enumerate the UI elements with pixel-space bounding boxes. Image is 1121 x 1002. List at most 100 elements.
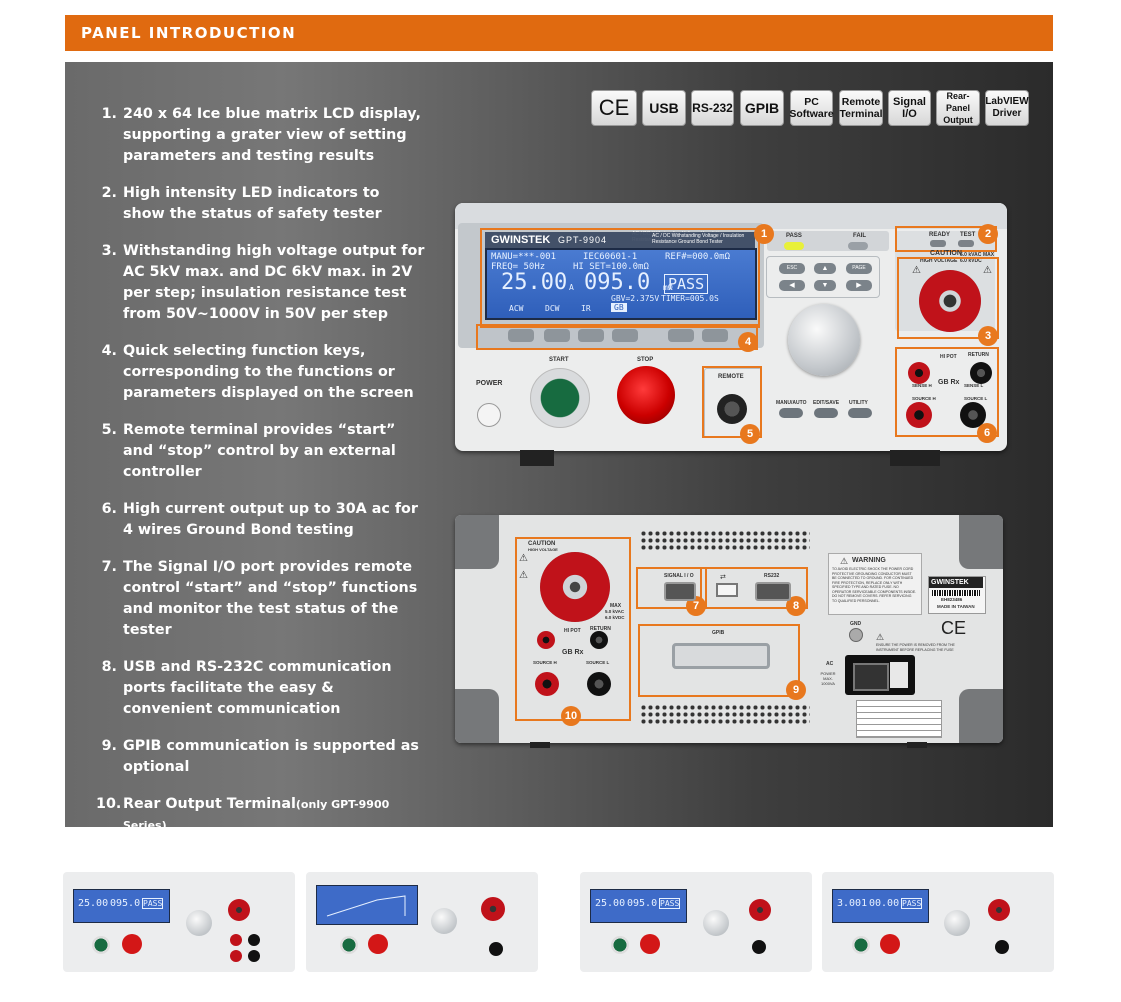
usb-icon: ⇄	[720, 574, 726, 581]
rear-high-voltage-label: HIGH VOLTAGE	[528, 547, 558, 552]
thumb-lcd	[316, 885, 418, 925]
rear-sense-h-terminal[interactable]	[537, 631, 555, 649]
down-arrow-button[interactable]: ▼	[814, 280, 836, 291]
function-key-4[interactable]	[612, 329, 638, 342]
rear-hipot-label: HI POT	[564, 628, 581, 634]
callout-box-6	[895, 347, 999, 437]
callout-box-9	[638, 624, 800, 697]
sense-h-terminal[interactable]	[908, 362, 930, 384]
function-key-3[interactable]	[578, 329, 604, 342]
callout-marker-5: 5	[740, 424, 760, 444]
callout-marker-3: 3	[978, 326, 998, 346]
function-key-2[interactable]	[544, 329, 570, 342]
thumb-start-button	[340, 936, 358, 954]
badge-label: Output	[943, 115, 973, 125]
thumb-start-button	[852, 936, 870, 954]
source-h-label: SOURCE H	[912, 396, 936, 401]
source-h-terminal[interactable]	[906, 402, 932, 428]
rotary-knob[interactable]	[788, 304, 860, 376]
warning-title: WARNING	[852, 557, 886, 564]
brand-logo-overlay: GWINSTEK	[491, 234, 551, 246]
lcd-gbv: GBV=2.375V	[611, 294, 660, 303]
callout-marker-8: 8	[786, 596, 806, 616]
left-arrow-button[interactable]: ◀	[779, 280, 805, 291]
usb-port[interactable]	[716, 583, 738, 597]
gpib-badge: GPIB	[740, 90, 784, 126]
vent-top	[640, 530, 810, 552]
high-voltage-label: HIGH VOLTAGE	[920, 258, 958, 264]
thumb-stop-button	[640, 934, 660, 954]
sense-l-terminal[interactable]	[970, 362, 992, 384]
start-button[interactable]	[530, 368, 590, 428]
rs232-badge: RS-232	[691, 90, 734, 126]
warning-triangle-icon: ⚠	[519, 570, 528, 581]
signal-io-port[interactable]	[664, 582, 696, 601]
badge-label: Driver	[992, 108, 1022, 119]
rear-source-h-terminal[interactable]	[535, 672, 559, 696]
utility-label: UTILITY	[849, 400, 868, 406]
thumb-terminal	[248, 950, 260, 962]
hv-output-terminal[interactable]	[919, 270, 981, 332]
function-key-6[interactable]	[702, 329, 728, 342]
badge-label: Signal	[892, 96, 926, 108]
gnd-label: GND	[850, 621, 862, 627]
thumb-lcd-value: 00.00	[869, 898, 900, 909]
lcd-mode-ir: IR	[581, 304, 591, 313]
rear-gb-rx-label: GB Rx	[562, 649, 584, 656]
badge-label: I/O	[902, 108, 917, 120]
badge-label: Remote	[841, 96, 881, 108]
hipot-label: HI POT	[940, 354, 957, 360]
fuse-note: ENSURE THE POWER IS REMOVED FROM THE INS…	[876, 643, 955, 652]
rear-max-dc-label: 6.0 kVDC	[605, 615, 625, 620]
ac-socket[interactable]	[853, 663, 889, 691]
feature-item: 1. 240 x 64 Ice blue matrix LCD display, …	[96, 104, 426, 167]
right-arrow-button[interactable]: ▶	[846, 280, 872, 291]
thumb-start-button	[92, 936, 110, 954]
lcd-current: 25.00	[501, 270, 568, 295]
up-arrow-button[interactable]: ▲	[814, 263, 836, 274]
lcd-timer: TIMER=005.0S	[661, 294, 719, 303]
fuse-holder[interactable]	[890, 662, 908, 688]
rear-sense-l-terminal[interactable]	[590, 631, 608, 649]
feature-text: 240 x 64 Ice blue matrix LCD display, su…	[123, 106, 421, 164]
page-button[interactable]: PAGE	[846, 263, 872, 274]
rear-source-l-terminal[interactable]	[587, 672, 611, 696]
rear-source-h-label: SOURCE H	[533, 660, 557, 665]
function-key-1[interactable]	[508, 329, 534, 342]
test-label: TEST	[960, 232, 976, 238]
badge-label: CE	[598, 95, 630, 120]
feature-text: High current output up to 30A ac for 4 w…	[123, 501, 418, 538]
callout-box-8	[700, 567, 808, 609]
edit-save-button[interactable]	[814, 408, 838, 418]
warning-triangle-icon: ⚠	[912, 265, 921, 276]
utility-button[interactable]	[848, 408, 872, 418]
rear-hv-output-terminal[interactable]	[540, 552, 610, 622]
thumb-stop-button	[368, 934, 388, 954]
max-label: MAX	[983, 252, 995, 258]
power-switch[interactable]	[477, 403, 501, 427]
sense-h-label: SENSE H	[912, 383, 932, 388]
esc-button[interactable]: ESC	[779, 263, 805, 274]
fail-label: FAIL	[853, 233, 866, 239]
stop-button[interactable]	[617, 366, 675, 424]
gpib-label: GPIB	[712, 630, 725, 636]
pass-led	[784, 242, 804, 250]
feature-number: 3.	[101, 243, 117, 259]
brand-bar	[485, 232, 755, 248]
function-key-5[interactable]	[668, 329, 694, 342]
feature-item: 2.High intensity LED indicators to show …	[96, 183, 426, 225]
lcd-freq: FREQ= 50Hz	[491, 262, 546, 272]
thumb-lcd-status: PASS	[142, 898, 164, 909]
gpib-port[interactable]	[672, 643, 770, 669]
rs232-port[interactable]	[755, 582, 791, 601]
remote-connector[interactable]	[717, 394, 747, 424]
feature-number: 1.	[101, 106, 117, 122]
lcd-ref: REF#=000.0mΩ	[665, 252, 731, 262]
start-label: START	[549, 357, 569, 363]
gnd-terminal[interactable]	[849, 628, 863, 642]
power-label: POWER	[476, 380, 503, 387]
thumb-lcd-status: PASS	[659, 898, 681, 909]
manu-auto-button[interactable]	[779, 408, 803, 418]
thumb-lcd-status: PASS	[901, 898, 923, 909]
